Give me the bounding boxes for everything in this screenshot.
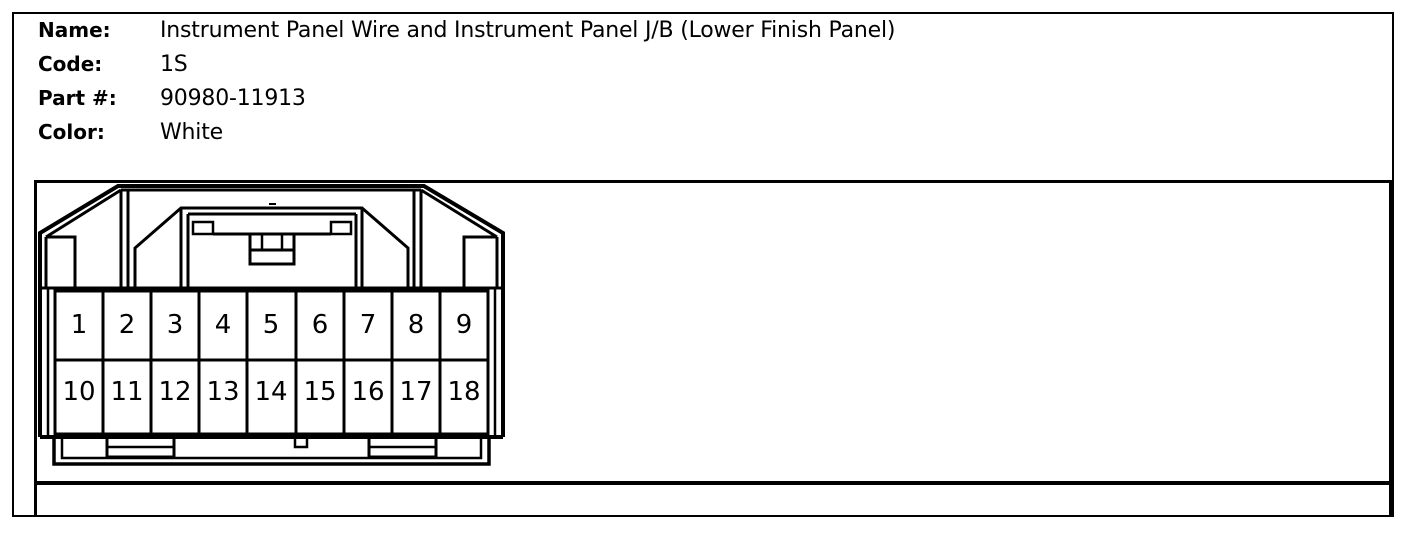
pin-9: 9 [456,310,473,340]
pin-16: 16 [351,377,384,407]
pin-14: 14 [254,377,287,407]
connector-info-frame [12,12,1394,517]
connector-housing [38,184,505,437]
pin-7: 7 [360,310,377,340]
pin-4: 4 [215,310,232,340]
color-label: Color: [38,120,105,144]
code-label: Code: [38,52,103,76]
name-value: Instrument Panel Wire and Instrument Pan… [160,18,896,43]
code-value: 1S [160,52,188,77]
name-label: Name: [38,18,111,42]
pin-6: 6 [312,310,329,340]
part-number-label: Part #: [38,86,117,110]
info-row-color: Color: White [38,120,895,154]
part-number-value: 90980-11913 [160,86,306,111]
pin-18: 18 [447,377,480,407]
info-row-name: Name: Instrument Panel Wire and Instrume… [38,18,895,52]
connector-info-table: Name: Instrument Panel Wire and Instrume… [38,18,895,154]
pin-10: 10 [62,377,95,407]
pin-labels: 1 2 3 4 5 6 7 8 9 10 11 12 13 14 15 16 1… [62,310,480,407]
pin-17: 17 [399,377,432,407]
color-value: White [160,120,223,145]
pin-12: 12 [158,377,191,407]
pin-15: 15 [303,377,336,407]
connector-diagram-frame [34,180,1392,517]
pin-8: 8 [408,310,425,340]
pin-13: 13 [206,377,239,407]
pin-1: 1 [71,310,88,340]
pin-3: 3 [167,310,184,340]
info-row-code: Code: 1S [38,52,895,86]
pin-grid [40,286,503,437]
info-row-part: Part #: 90980-11913 [38,86,895,120]
pin-2: 2 [119,310,136,340]
connector-base [40,435,503,466]
diagram-divider [34,481,1392,485]
pin-11: 11 [110,377,143,407]
pin-5: 5 [263,310,280,340]
